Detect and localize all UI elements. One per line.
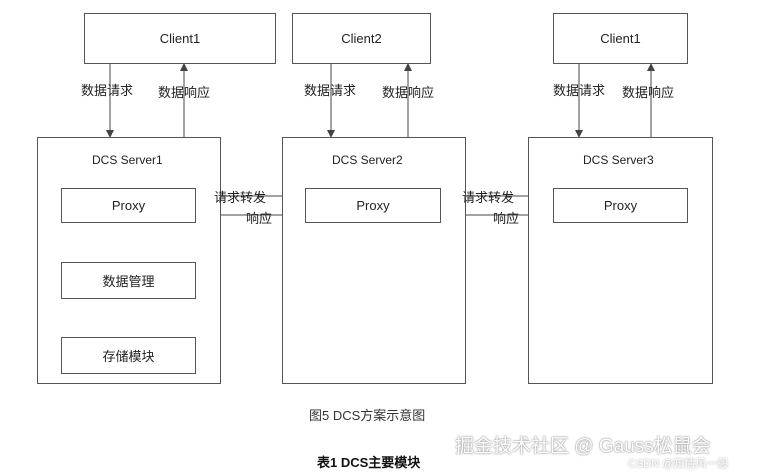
client-3-request-label: 数据请求 (553, 83, 606, 98)
storage-module-label: 存储模块 (102, 349, 155, 364)
client-2-response-label: 数据响应 (382, 85, 435, 100)
client-2-label: Client2 (341, 31, 382, 46)
link-1-reply-label: 响应 (246, 211, 273, 226)
client-2-request-label: 数据请求 (304, 83, 357, 98)
data-management-box: 数据管理 (61, 262, 196, 299)
client-1-label: Client1 (159, 31, 201, 46)
figure-caption: 图5 DCS方案示意图 (309, 408, 426, 423)
client-3-label: Client1 (600, 31, 641, 46)
client-1-response-label: 数据响应 (158, 85, 211, 100)
client-3-response-label: 数据响应 (622, 85, 675, 100)
server-3-label: DCS Server3 (583, 153, 654, 167)
proxy-2-label: Proxy (356, 198, 390, 213)
watermark-sub: CSDN @知情风一般 (628, 458, 729, 470)
client-1-request-label: 数据请求 (81, 83, 134, 98)
server-2-label: DCS Server2 (332, 153, 403, 167)
client-2-box: Client2 (292, 13, 431, 64)
storage-module-box: 存储模块 (61, 337, 196, 374)
client-3-box: Client1 (553, 13, 688, 64)
proxy-1-box: Proxy (61, 188, 196, 223)
link-2-forward-label: 请求转发 (462, 190, 515, 205)
server-3-box (528, 137, 713, 384)
watermark-main: 掘金技术社区 @ Gauss松鼠会 (455, 436, 711, 457)
server-2-box (282, 137, 466, 384)
server-1-label: DCS Server1 (92, 153, 163, 167)
client-1-box: Client1 (84, 13, 276, 64)
proxy-1-label: Proxy (111, 198, 146, 213)
link-2-reply-label: 响应 (493, 211, 520, 226)
table-title: 表1 DCS主要模块 (317, 455, 421, 470)
proxy-3-box: Proxy (553, 188, 688, 223)
link-1-forward-label: 请求转发 (214, 190, 267, 205)
proxy-3-label: Proxy (603, 198, 638, 213)
proxy-2-box: Proxy (305, 188, 441, 223)
data-management-label: 数据管理 (102, 274, 155, 289)
